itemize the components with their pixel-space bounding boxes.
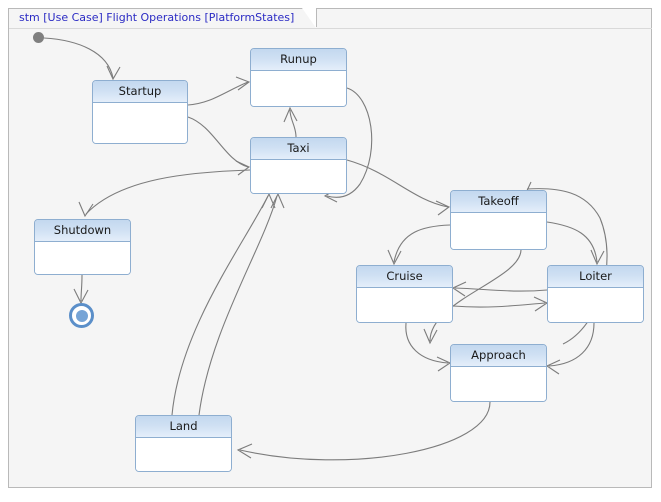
state-takeoff-body xyxy=(451,213,546,249)
state-taxi-label: Taxi xyxy=(251,138,346,160)
state-startup[interactable]: Startup xyxy=(92,80,188,144)
transition-loiter-to-approach[interactable] xyxy=(545,322,595,375)
transition-taxi-to-runup[interactable] xyxy=(283,106,298,138)
transition-cruise-to-loiter[interactable] xyxy=(452,296,549,312)
transition-loiter-to-cruise[interactable] xyxy=(451,281,548,297)
transition-takeoff-to-approach[interactable] xyxy=(423,249,522,345)
transition-startup-to-taxi[interactable] xyxy=(187,116,251,176)
transition-shutdown-to-final[interactable] xyxy=(73,274,89,305)
state-approach[interactable]: Approach xyxy=(450,344,547,402)
state-cruise-label: Cruise xyxy=(357,266,452,288)
state-land-body xyxy=(136,438,231,471)
state-takeoff-label: Takeoff xyxy=(451,191,546,213)
state-runup-label: Runup xyxy=(251,49,346,71)
transition-startup-to-runup[interactable] xyxy=(187,76,251,106)
transition-land-to-taxi-alt[interactable] xyxy=(198,192,285,416)
frame-title-separator xyxy=(9,28,652,29)
state-taxi[interactable]: Taxi xyxy=(250,137,347,194)
state-startup-label: Startup xyxy=(93,81,187,103)
state-approach-label: Approach xyxy=(451,345,546,367)
state-cruise-body xyxy=(357,288,452,322)
transition-takeoff-to-cruise[interactable] xyxy=(387,224,451,266)
transition-land-to-taxi[interactable] xyxy=(171,192,276,416)
state-shutdown[interactable]: Shutdown xyxy=(34,219,131,275)
state-takeoff[interactable]: Takeoff xyxy=(450,190,547,250)
state-taxi-body xyxy=(251,160,346,193)
state-land-label: Land xyxy=(136,416,231,438)
transition-takeoff-to-loiter[interactable] xyxy=(546,221,605,266)
diagram-frame-title-tab: stm [Use Case] Flight Operations [Platfo… xyxy=(8,8,318,28)
state-shutdown-body xyxy=(35,242,130,274)
state-cruise[interactable]: Cruise xyxy=(356,265,453,323)
state-land[interactable]: Land xyxy=(135,415,232,472)
state-loiter[interactable]: Loiter xyxy=(547,265,644,323)
diagram-title: stm [Use Case] Flight Operations [Platfo… xyxy=(19,11,295,24)
transition-taxi-to-takeoff[interactable] xyxy=(346,159,451,216)
transition-approach-to-land[interactable] xyxy=(236,401,491,461)
state-loiter-body xyxy=(548,288,643,322)
state-runup[interactable]: Runup xyxy=(250,48,347,107)
state-shutdown-label: Shutdown xyxy=(35,220,130,242)
transition-cruise-to-approach[interactable] xyxy=(405,322,452,372)
transition-taxi-to-shutdown[interactable] xyxy=(78,169,251,218)
final-state-node[interactable] xyxy=(69,303,94,328)
state-startup-body xyxy=(93,103,187,143)
state-loiter-label: Loiter xyxy=(548,266,643,288)
state-approach-body xyxy=(451,367,546,401)
state-runup-body xyxy=(251,71,346,106)
transition-initial-to-startup[interactable] xyxy=(43,37,121,81)
initial-state-node[interactable] xyxy=(33,32,44,43)
